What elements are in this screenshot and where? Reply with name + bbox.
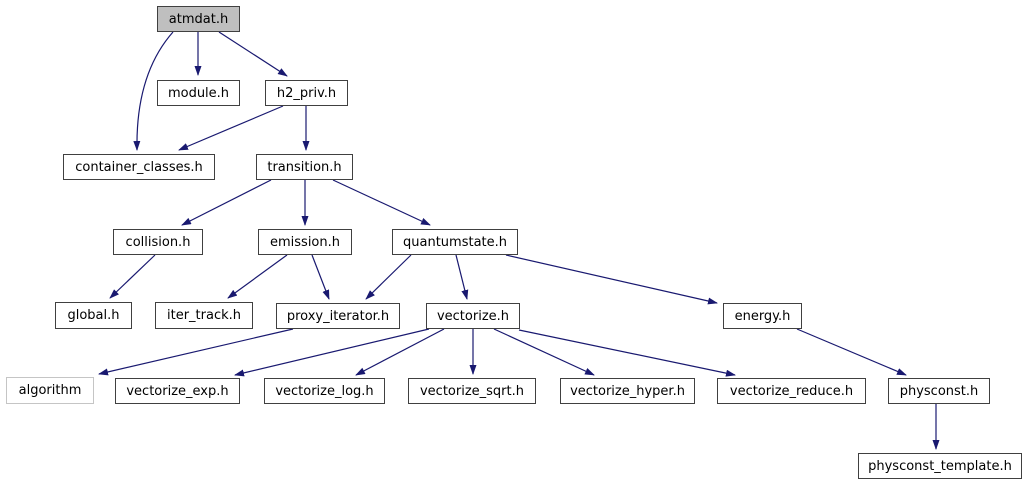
node-label: h2_priv.h [276, 85, 337, 101]
graph-node-vectorize_reduce[interactable]: vectorize_reduce.h [717, 378, 866, 404]
graph-node-collision[interactable]: collision.h [113, 229, 203, 255]
node-label: physconst_template.h [868, 458, 1012, 474]
edge-quantumstate-to-proxy_iterator [365, 254, 412, 300]
graph-node-physconst[interactable]: physconst.h [888, 378, 990, 404]
node-label: vectorize_log.h [275, 383, 374, 399]
edge-emission-to-proxy_iterator [311, 254, 330, 300]
node-label: proxy_iterator.h [286, 308, 390, 324]
graph-node-physconst_template[interactable]: physconst_template.h [858, 453, 1022, 479]
edge-quantumstate-to-vectorize [455, 254, 469, 300]
graph-node-vectorize[interactable]: vectorize.h [426, 303, 520, 329]
edge-collision-to-global [109, 254, 156, 299]
node-label: vectorize_exp.h [126, 383, 229, 399]
node-label: vectorize.h [436, 308, 510, 324]
node-label: iter_track.h [166, 308, 241, 323]
node-label: energy.h [734, 308, 791, 324]
edge-h2_priv-to-container_classes [178, 105, 284, 151]
edge-transition-to-quantumstate [332, 179, 431, 226]
node-label: transition.h [267, 159, 342, 175]
node-label: algorithm [18, 383, 82, 398]
edge-vectorize-to-vectorize_log [355, 328, 445, 376]
graph-node-h2_priv[interactable]: h2_priv.h [265, 80, 348, 106]
node-label: vectorize_hyper.h [570, 383, 685, 399]
node-label: collision.h [125, 234, 191, 250]
graph-node-vectorize_hyper[interactable]: vectorize_hyper.h [560, 378, 695, 404]
node-label: global.h [67, 308, 120, 323]
graph-node-energy[interactable]: energy.h [723, 303, 802, 329]
edge-proxy_iterator-to-algorithm [98, 328, 294, 376]
node-label: container_classes.h [75, 159, 203, 175]
graph-node-atmdat[interactable]: atmdat.h [157, 6, 240, 32]
node-label: module.h [167, 85, 230, 101]
node-label: quantumstate.h [403, 234, 507, 250]
edge-emission-to-iter_track [227, 254, 288, 299]
graph-node-quantumstate[interactable]: quantumstate.h [392, 229, 518, 255]
node-label: emission.h [270, 234, 340, 250]
edge-vectorize-to-vectorize_reduce [518, 329, 736, 377]
edge-vectorize-to-vectorize_hyper [493, 328, 595, 376]
graph-node-transition[interactable]: transition.h [256, 154, 353, 180]
edge-energy-to-physconst [796, 328, 907, 376]
node-label: atmdat.h [168, 11, 229, 27]
graph-node-module[interactable]: module.h [157, 80, 240, 106]
edge-vectorize-to-vectorize_exp [234, 328, 430, 377]
graph-node-vectorize_log[interactable]: vectorize_log.h [264, 378, 385, 404]
graph-node-global[interactable]: global.h [55, 302, 132, 329]
node-label: physconst.h [899, 383, 979, 399]
edge-atmdat-to-container_classes [133, 31, 174, 151]
graph-node-iter_track[interactable]: iter_track.h [155, 302, 253, 329]
edge-transition-to-collision [181, 179, 272, 226]
node-label: vectorize_sqrt.h [419, 383, 524, 399]
graph-node-vectorize_sqrt[interactable]: vectorize_sqrt.h [408, 378, 536, 404]
node-label: vectorize_reduce.h [729, 383, 854, 399]
graph-node-vectorize_exp[interactable]: vectorize_exp.h [115, 378, 240, 404]
graph-node-algorithm: algorithm [6, 377, 94, 404]
graph-node-proxy_iterator[interactable]: proxy_iterator.h [276, 303, 400, 329]
graph-node-container_classes[interactable]: container_classes.h [63, 154, 215, 180]
edge-atmdat-to-h2_priv [218, 31, 288, 77]
graph-node-emission[interactable]: emission.h [258, 229, 352, 255]
edge-quantumstate-to-energy [505, 254, 718, 305]
